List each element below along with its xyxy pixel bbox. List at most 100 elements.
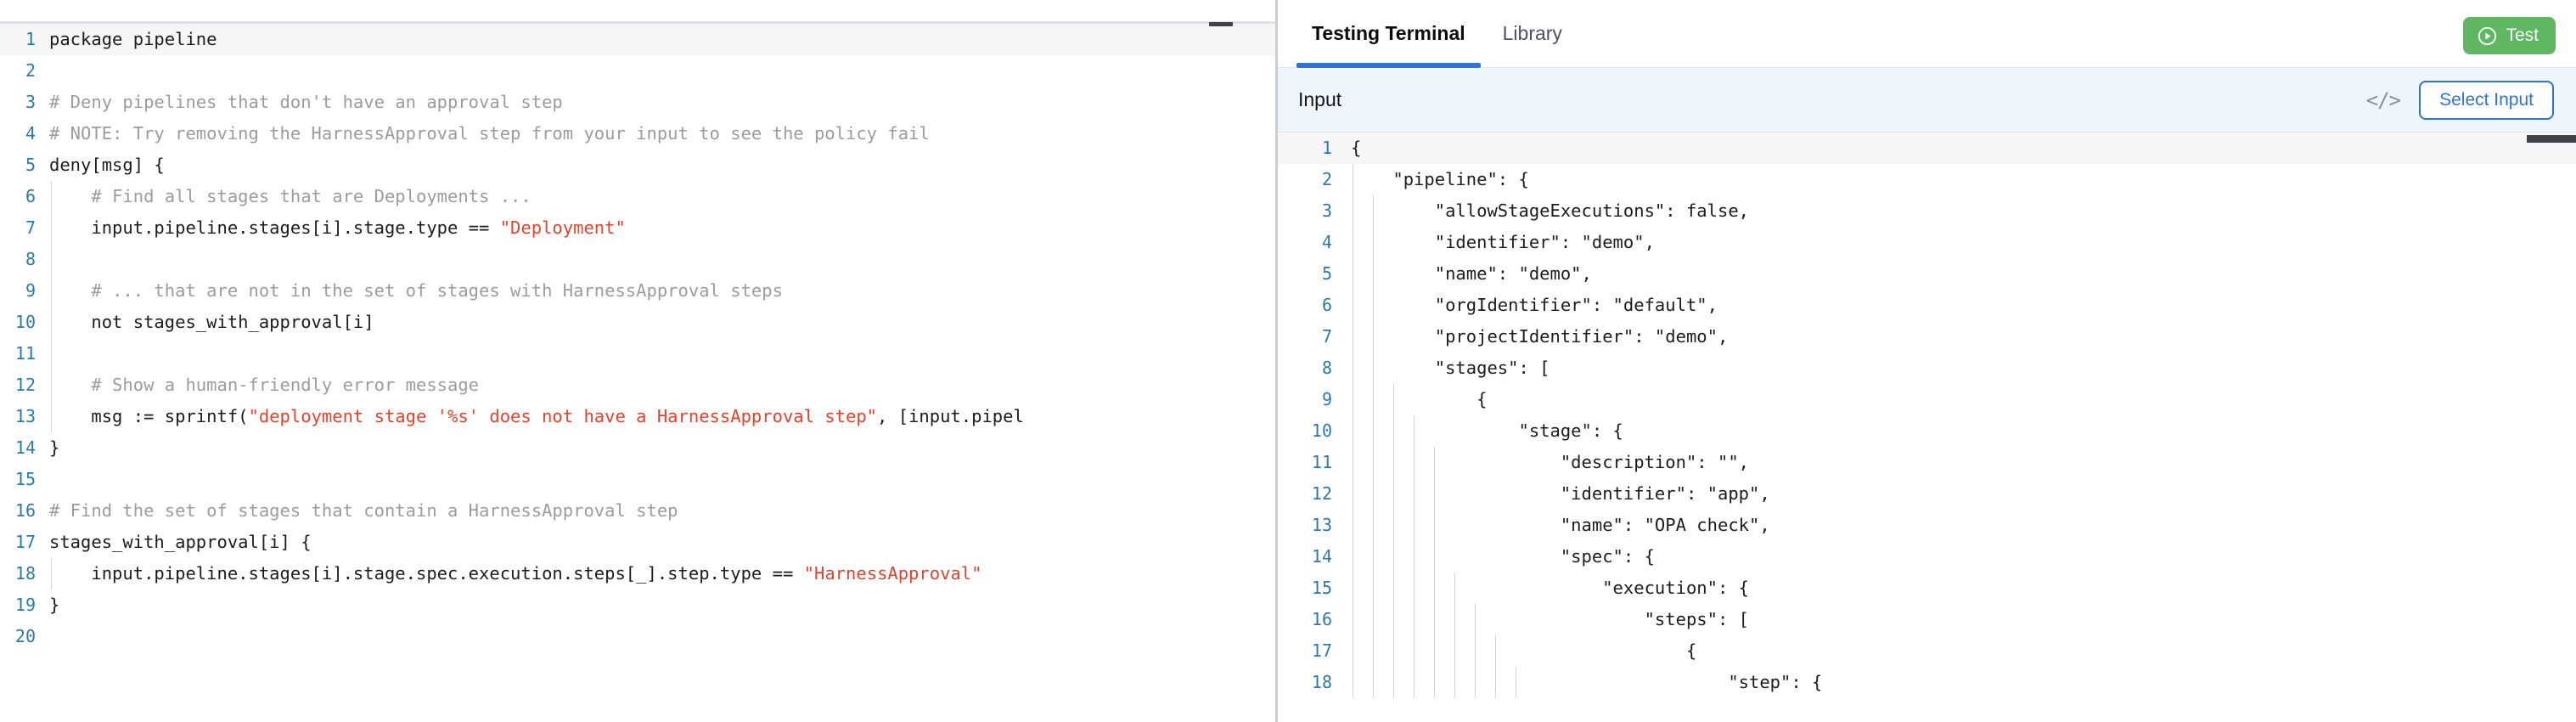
line-number: 10 [14, 312, 36, 332]
json-line[interactable]: 13 "name": "OPA check", [1278, 510, 2576, 541]
code-view-icon[interactable]: </> [2365, 87, 2401, 112]
code-line[interactable]: 13 msg := sprintf("deployment stage '%s'… [0, 401, 1275, 432]
code-line[interactable]: 12 # Show a human-friendly error message [0, 369, 1275, 401]
code-line[interactable]: 20 [0, 621, 1275, 652]
json-line[interactable]: 18 "step": { [1278, 667, 2576, 698]
code-token: } [49, 437, 60, 458]
json-line[interactable]: 9 { [1278, 384, 2576, 415]
json-token: "name": "OPA check", [1351, 515, 1770, 535]
editor-topbar [0, 0, 1275, 24]
json-token: "orgIdentifier": "default", [1351, 295, 1718, 315]
line-number: 19 [14, 595, 36, 615]
indent-guide [1373, 321, 1374, 353]
indent-guide [1414, 541, 1415, 573]
line-number: 4 [25, 123, 36, 144]
json-line[interactable]: 3 "allowStageExecutions": false, [1278, 195, 2576, 227]
code-token: input.pipeline.stages[i].stage.type == [49, 217, 500, 238]
json-line[interactable]: 8 "stages": [ [1278, 353, 2576, 384]
indent-guide [1373, 353, 1374, 384]
json-line-text: "allowStageExecutions": false, [1351, 195, 2576, 227]
indent-guide [1414, 573, 1415, 604]
code-line[interactable]: 19} [0, 589, 1275, 621]
code-line-text: # Find all stages that are Deployments .… [49, 181, 1275, 212]
code-line[interactable]: 8 [0, 244, 1275, 275]
indent-guide [1475, 604, 1476, 635]
json-line-text: "orgIdentifier": "default", [1351, 290, 2576, 321]
json-line[interactable]: 15 "execution": { [1278, 573, 2576, 604]
line-number: 11 [14, 343, 36, 364]
indent-guide [1414, 415, 1415, 447]
line-number: 17 [14, 532, 36, 552]
indent-guide [1434, 635, 1435, 667]
indent-guide [1373, 290, 1374, 321]
json-line[interactable]: 10 "stage": { [1278, 415, 2576, 447]
json-line[interactable]: 5 "name": "demo", [1278, 258, 2576, 290]
code-line[interactable]: 15 [0, 464, 1275, 495]
line-number: 14 [1311, 546, 1332, 567]
code-line[interactable]: 10 not stages_with_approval[i] [0, 307, 1275, 338]
line-number: 2 [1321, 169, 1332, 189]
code-line[interactable]: 2 [0, 55, 1275, 87]
json-token: "step": { [1351, 672, 1823, 692]
line-number: 5 [1321, 263, 1332, 284]
code-line[interactable]: 14} [0, 432, 1275, 464]
indent-guide [1373, 258, 1374, 290]
line-number: 1 [25, 29, 36, 49]
json-line-text: "name": "demo", [1351, 258, 2576, 290]
indent-guide [1495, 635, 1496, 667]
json-line[interactable]: 1{ [1278, 133, 2576, 164]
code-token: } [49, 595, 60, 615]
json-lines-container[interactable]: 1{2 "pipeline": {3 "allowStageExecutions… [1278, 133, 2576, 698]
json-line[interactable]: 17 { [1278, 635, 2576, 667]
line-number: 6 [25, 186, 36, 206]
test-button[interactable]: Test [2463, 17, 2556, 54]
code-line[interactable]: 4 # NOTE: Try removing the HarnessApprova… [0, 118, 1275, 149]
code-line-text [49, 55, 1275, 87]
indent-guide [1393, 667, 1394, 698]
minimize-icon[interactable] [1209, 22, 1233, 26]
json-line[interactable]: 11 "description": "", [1278, 447, 2576, 478]
indent-guide [1393, 384, 1394, 415]
line-number: 2 [25, 60, 36, 81]
json-token: "identifier": "app", [1351, 483, 1770, 504]
json-line-text: { [1351, 133, 2576, 164]
json-token: "name": "demo", [1351, 263, 1592, 284]
json-token: "description": "", [1351, 452, 1749, 472]
code-token: # Show a human-friendly error message [49, 375, 480, 395]
code-line[interactable]: 11 [0, 338, 1275, 369]
tab-library[interactable]: Library [1484, 0, 1581, 68]
json-line[interactable]: 6 "orgIdentifier": "default", [1278, 290, 2576, 321]
json-minimize-icon[interactable] [2527, 135, 2576, 143]
code-line-text: # NOTE: Try removing the HarnessApproval… [49, 118, 1275, 149]
code-line[interactable]: 6 # Find all stages that are Deployments… [0, 181, 1275, 212]
json-line-text: "pipeline": { [1351, 164, 2576, 195]
json-line[interactable]: 14 "spec": { [1278, 541, 2576, 573]
indent-guide [1373, 667, 1374, 698]
input-json-area[interactable]: 1{2 "pipeline": {3 "allowStageExecutions… [1278, 133, 2576, 722]
code-line[interactable]: 7 input.pipeline.stages[i].stage.type ==… [0, 212, 1275, 244]
line-number: 15 [1311, 578, 1332, 598]
line-number: 18 [14, 563, 36, 584]
indent-guide [51, 212, 52, 244]
code-line[interactable]: 18 input.pipeline.stages[i].stage.spec.e… [0, 558, 1275, 589]
indent-guide [1373, 635, 1374, 667]
json-line[interactable]: 12 "identifier": "app", [1278, 478, 2576, 510]
select-input-button[interactable]: Select Input [2419, 80, 2554, 120]
code-line-text: input.pipeline.stages[i].stage.type == "… [49, 212, 1275, 244]
json-line[interactable]: 16 "steps": [ [1278, 604, 2576, 635]
code-line[interactable]: 9 # ... that are not in the set of stage… [0, 275, 1275, 307]
code-line[interactable]: 3# Deny pipelines that don't have an app… [0, 87, 1275, 118]
code-token: input.pipeline.stages[i].stage.spec.exec… [49, 563, 804, 584]
line-number: 6 [1321, 295, 1332, 315]
code-line[interactable]: 16# Find the set of stages that contain … [0, 495, 1275, 527]
play-circle-icon [2477, 25, 2498, 47]
json-line[interactable]: 2 "pipeline": { [1278, 164, 2576, 195]
json-line[interactable]: 4 "identifier": "demo", [1278, 227, 2576, 258]
code-token: , [input.pipel [877, 406, 1024, 426]
json-line[interactable]: 7 "projectIdentifier": "demo", [1278, 321, 2576, 353]
tab-testing-terminal[interactable]: Testing Terminal [1293, 0, 1484, 68]
